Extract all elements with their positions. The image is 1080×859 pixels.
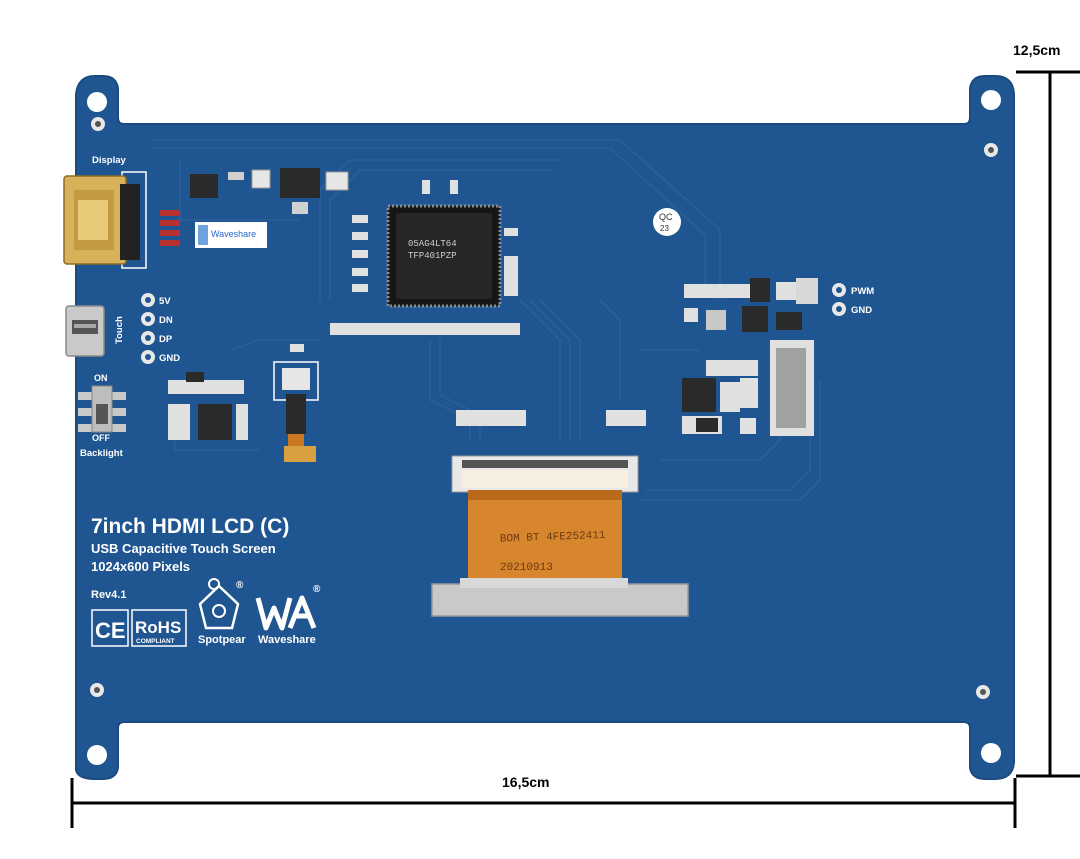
spotpear-text: Spotpear [198,634,246,646]
ce-mark-text: CE [95,618,126,643]
qc-number: 23 [660,224,669,233]
ribbon-print-line1: BOM BT 4FE252411 [500,530,606,546]
height-dimension-label: 12,5cm [1013,42,1060,58]
display-fpc-connector [451,455,639,493]
mount-hole-bottom-right [981,743,1001,763]
ribbon-print-line2: 20210913 [500,562,553,574]
chip-marking-line2: TFP401PZP [408,251,457,261]
qc-label: QC [659,212,673,222]
usb-connector [65,305,105,357]
board-resolution: 1024x600 Pixels [91,559,190,574]
mount-hole-top-left [87,92,107,112]
touch-fpc-connector [273,361,319,462]
pad-5v-label: 5V [159,296,171,307]
display-panel-edge [431,578,689,617]
gnd-right-label: GND [851,305,872,316]
screw-pad-top-right [984,143,998,157]
pad-gnd-left-label: GND [159,353,180,364]
board-title: 7inch HDMI LCD (C) [91,515,289,538]
power-regulator-components [682,278,818,436]
mount-hole-bottom-left [87,745,107,765]
ce-logo [91,609,129,647]
display-label: Display [92,155,127,166]
board-subtitle: USB Capacitive Touch Screen [91,541,276,556]
pad-gnd-left [141,350,155,364]
pad-dn [141,312,155,326]
switch-on-label: ON [94,373,108,383]
rohs-sub-text: COMPLIANT [136,638,175,645]
qc-sticker: QC 23 [653,208,681,236]
spotpear-registered: ® [236,580,244,591]
pwm-pad [832,283,846,297]
screw-pad-top-left [91,117,105,131]
hdmi-connector [63,171,147,269]
spotpear-logo [198,578,240,630]
pad-dp-label: DP [159,334,173,345]
switch-off-label: OFF [92,433,110,443]
waveshare-text: Waveshare [258,634,316,646]
waveshare-logo [255,595,317,631]
height-dimension-line [1016,70,1080,778]
touch-label: Touch [114,316,125,344]
board-revision: Rev4.1 [91,589,126,601]
main-controller-chip: 05AG4LT64 TFP401PZP [386,204,502,308]
rohs-text: RoHS [135,618,181,637]
rohs-logo [131,609,187,647]
chip-passives [330,180,646,426]
pad-5v [141,293,155,307]
hdmi-support-components [160,168,349,246]
pad-dp [141,331,155,345]
width-dimension-label: 16,5cm [502,774,549,790]
width-dimension-line [70,778,1017,828]
pwm-label: PWM [851,286,874,297]
waveshare-registered: ® [313,584,321,595]
gnd-pad-right [832,302,846,316]
waveshare-sticker: Waveshare [195,222,267,248]
display-ribbon-cable [468,490,622,580]
mount-hole-top-right [981,90,1001,110]
driver-ic-cluster [168,344,304,440]
sticker-brand-text: Waveshare [211,229,256,239]
pcb-board [75,75,1015,780]
backlight-switch [78,385,126,433]
chip-marking-line1: 05AG4LT64 [408,239,457,249]
pad-dn-label: DN [159,315,173,326]
screw-pad-bottom-left [90,683,104,697]
backlight-label: Backlight [80,448,124,459]
screw-pad-bottom-right [976,685,990,699]
